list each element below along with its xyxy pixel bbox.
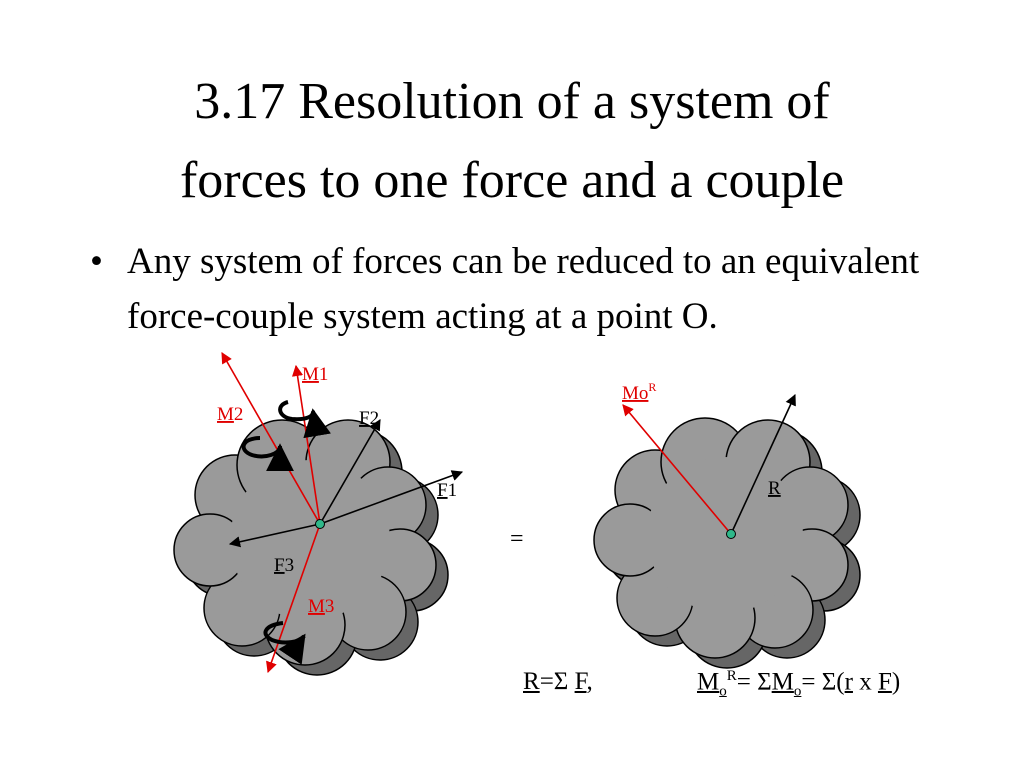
label-m3: M3 <box>308 596 334 617</box>
label-m2: M2 <box>217 404 243 425</box>
origin-point-right <box>726 529 736 539</box>
couple-arrow-m3 <box>263 621 306 665</box>
moment-axis-m1 <box>291 364 321 525</box>
label-m1: M1 <box>302 364 328 385</box>
force-arrow-f3 <box>228 523 321 548</box>
title-line-1: 3.17 Resolution of a system of <box>194 73 830 130</box>
force-arrow-f2 <box>319 419 381 525</box>
title-line-2: forces to one force and a couple <box>179 152 845 209</box>
moment-axis-m2 <box>221 352 321 525</box>
label-f1: F1 <box>437 480 457 501</box>
bullet-dot: • <box>90 241 103 282</box>
origin-point-left <box>315 519 325 529</box>
label-f3: F3 <box>274 555 294 576</box>
resultant-force-arrow <box>730 393 796 535</box>
couple-arrow-m1 <box>278 400 331 439</box>
formula-resultant-force: R=Σ F, <box>523 668 593 695</box>
label-mo-r: MoR <box>622 380 656 404</box>
label-r: R <box>768 478 781 499</box>
force-arrow-f1 <box>319 470 464 525</box>
right-cloud <box>593 417 861 669</box>
moment-axis-m3 <box>266 523 321 674</box>
slide-title: 3.17 Resolution of a system of forces to… <box>0 62 1024 220</box>
resultant-moment-axis <box>622 404 732 535</box>
equals-sign: = <box>510 526 524 552</box>
formula-resultant-moment: MoR= ΣMo= Σ(r x F) <box>697 668 901 700</box>
bullet-text: Any system of forces can be reduced to a… <box>127 241 920 337</box>
couple-arrow-m2 <box>241 436 294 472</box>
label-f2: F2 <box>359 408 379 429</box>
